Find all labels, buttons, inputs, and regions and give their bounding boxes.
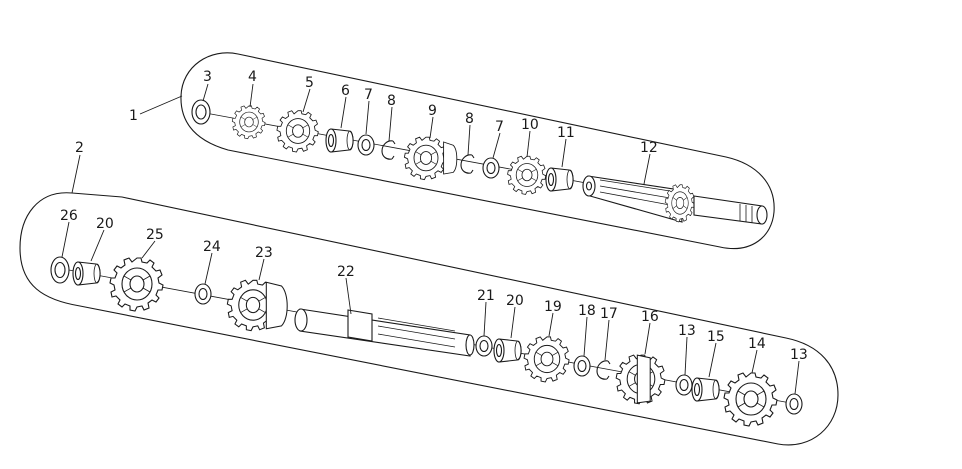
callout-part-23: 23 xyxy=(255,245,273,261)
callout-part-5: 5 xyxy=(305,75,314,91)
callout-part-7-upper-left: 7 xyxy=(364,87,373,103)
circlip-part-8-upper-left xyxy=(381,140,396,160)
callout-part-13-right: 13 xyxy=(790,347,808,363)
washer-part-13-right xyxy=(785,393,803,415)
callout-part-16: 16 xyxy=(641,309,659,325)
callout-part-25: 25 xyxy=(146,227,164,243)
bushing-part-20-left xyxy=(72,261,101,286)
callout-part-19: 19 xyxy=(544,299,562,315)
callout-part-4: 4 xyxy=(248,69,257,85)
callout-assembly-2: 2 xyxy=(75,140,84,156)
washer-part-24 xyxy=(194,283,212,305)
callout-part-6: 6 xyxy=(341,83,350,99)
circlip-part-8-upper-right xyxy=(460,154,475,174)
gear-part-10 xyxy=(507,155,547,195)
callout-part-21: 21 xyxy=(477,288,495,304)
bushing-part-11 xyxy=(545,167,574,192)
gear-part-25 xyxy=(109,257,164,312)
callout-part-10: 10 xyxy=(521,117,539,133)
bushing-part-20-right xyxy=(493,338,522,363)
gear-part-23 xyxy=(226,279,288,332)
callout-part-22: 22 xyxy=(337,264,355,280)
washer-part-13-left xyxy=(675,374,693,396)
washer-part-7-upper-right xyxy=(482,157,500,179)
callout-part-15: 15 xyxy=(707,329,725,345)
shaft-part-12 xyxy=(582,175,768,225)
gear-part-9 xyxy=(403,136,458,181)
gear-part-14 xyxy=(723,372,778,427)
callout-part-20-right: 20 xyxy=(506,293,524,309)
gear-part-4 xyxy=(231,105,266,140)
washer-part-21 xyxy=(475,335,493,357)
gear-part-16 xyxy=(615,354,666,405)
washer-part-18 xyxy=(573,355,591,377)
callout-part-12: 12 xyxy=(640,140,658,156)
callout-part-8-upper-left: 8 xyxy=(387,93,396,109)
washer-part-26 xyxy=(50,256,70,284)
callout-part-24: 24 xyxy=(203,239,221,255)
callout-part-7-upper-right: 7 xyxy=(495,119,504,135)
callout-part-3: 3 xyxy=(203,69,212,85)
bushing-part-6 xyxy=(325,128,354,153)
assembly-1-outline xyxy=(180,52,775,249)
callout-part-14: 14 xyxy=(748,336,766,352)
shaft-part-22 xyxy=(294,308,475,357)
callout-labels: 1 2 3 4 5 6 7 8 9 8 7 10 11 12 26 20 25 … xyxy=(60,69,808,363)
callout-part-9: 9 xyxy=(428,103,437,119)
callout-part-11: 11 xyxy=(557,125,575,141)
gear-part-19 xyxy=(523,336,570,383)
callout-part-8-upper-right: 8 xyxy=(465,111,474,127)
gear-part-5 xyxy=(276,110,319,153)
bushing-part-15 xyxy=(691,377,720,402)
leader-lines xyxy=(61,83,800,395)
callout-part-26: 26 xyxy=(60,208,78,224)
callout-assembly-1: 1 xyxy=(129,108,138,124)
washer-part-7-upper-left xyxy=(357,134,375,156)
callout-part-13-left: 13 xyxy=(678,323,696,339)
washer-part-3 xyxy=(191,99,211,125)
callout-part-17: 17 xyxy=(600,306,618,322)
circlip-part-17 xyxy=(596,360,611,380)
callout-part-20-left: 20 xyxy=(96,216,114,232)
callout-part-18: 18 xyxy=(578,303,596,319)
assembly-2-outline xyxy=(19,192,839,446)
